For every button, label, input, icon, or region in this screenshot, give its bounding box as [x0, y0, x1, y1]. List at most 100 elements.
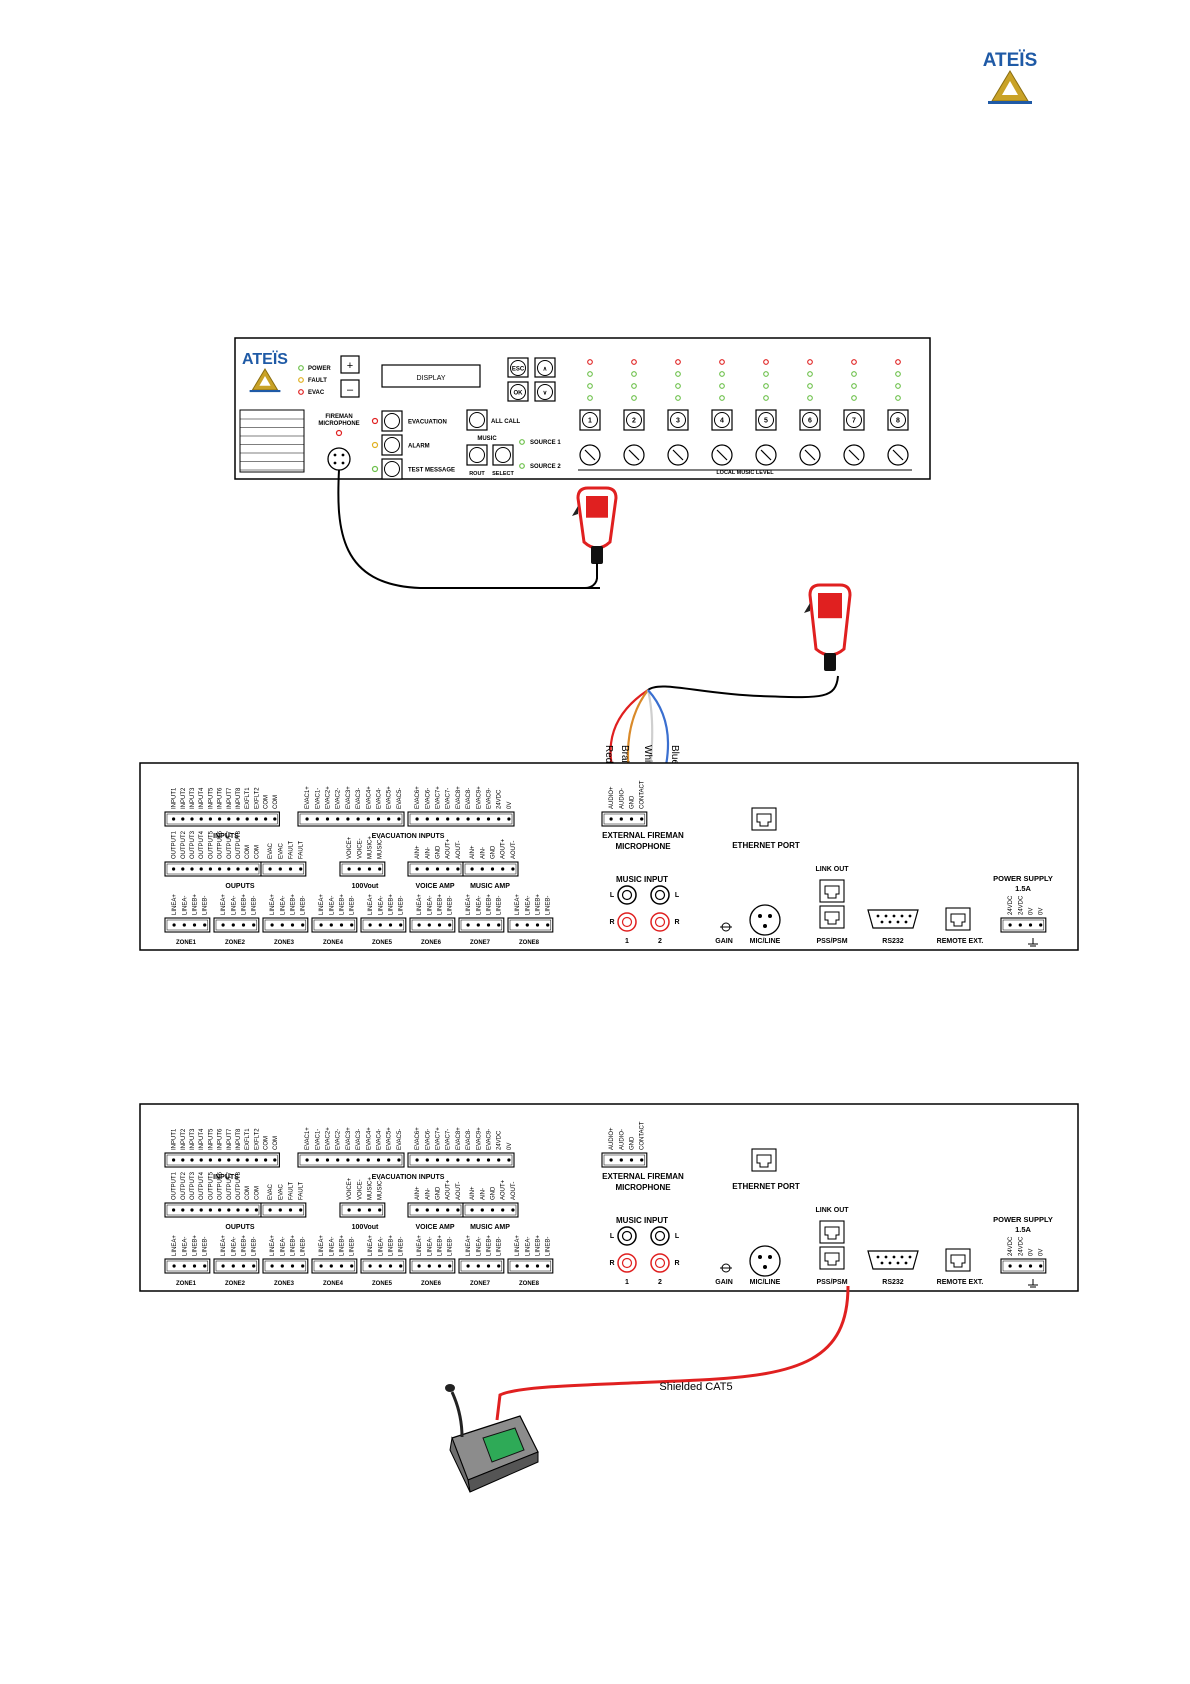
up-button[interactable]: ∧ [534, 357, 556, 378]
rs232-port[interactable] [867, 909, 919, 929]
terminal-block [213, 917, 260, 933]
rca-r-1[interactable] [617, 912, 637, 932]
zone-led-green [807, 371, 813, 377]
all-call-button[interactable] [466, 409, 488, 431]
zone-button-5[interactable]: 5 [755, 409, 777, 431]
pin-label: LINEB+ [536, 894, 542, 915]
link-out-port-1[interactable] [819, 1220, 845, 1244]
zone-button-1[interactable]: 1 [579, 409, 601, 431]
terminal-inner [262, 863, 305, 875]
terminal-screw [208, 867, 212, 871]
zone-button-8[interactable]: 8 [887, 409, 909, 431]
pin-label: INPUT5 [208, 1128, 214, 1150]
terminal-inner [299, 1154, 403, 1166]
rca-l-1[interactable] [617, 885, 637, 905]
pin-label: LINEA- [427, 896, 433, 915]
remote-ext-port[interactable] [945, 907, 971, 931]
plus-button[interactable]: + [340, 355, 360, 374]
ext-fireman-label-1: EXTERNAL FIREMAN [602, 1172, 684, 1181]
music-level-knob-7[interactable] [843, 444, 865, 466]
terminal-screw [305, 1158, 309, 1162]
test-message-button[interactable] [381, 458, 403, 480]
music-level-knob-5[interactable] [755, 444, 777, 466]
select-button[interactable] [492, 444, 514, 466]
rout-button[interactable] [466, 444, 488, 466]
pss-psm-port[interactable] [819, 1246, 845, 1270]
pin-label: EXFLT1 [245, 1128, 251, 1150]
evacuation-button[interactable] [381, 410, 403, 432]
terminal-block [164, 811, 280, 827]
zone-button-4[interactable]: 4 [711, 409, 733, 431]
rca-l-2[interactable] [650, 885, 670, 905]
action-label: ALARM [408, 444, 430, 450]
pin-label: AOUT+ [501, 1179, 507, 1200]
remote-ext-port[interactable] [945, 1248, 971, 1272]
ethernet-port[interactable] [751, 807, 777, 831]
music-level-knob-2[interactable] [623, 444, 645, 466]
music-level-knob-4[interactable] [711, 444, 733, 466]
terminal-block [297, 811, 405, 827]
link-out-port-1[interactable] [819, 879, 845, 903]
esc-label: ESC [512, 367, 525, 373]
all-call-label: ALL CALL [491, 419, 521, 425]
zone-button-2[interactable]: 2 [623, 409, 645, 431]
music-level-knob-3[interactable] [667, 444, 689, 466]
pin-label: LINEB+ [242, 1235, 248, 1256]
fireman-mic-socket[interactable] [327, 447, 351, 471]
pin-label: OUTPUT3 [190, 830, 196, 859]
pin-label: AIN+ [415, 845, 421, 859]
minus-button[interactable]: – [340, 379, 360, 398]
xlr-mic-line[interactable] [749, 904, 781, 936]
zone-button-7[interactable]: 7 [843, 409, 865, 431]
rca-r-2[interactable] [650, 1253, 670, 1273]
music-level-knob-8[interactable] [887, 444, 909, 466]
xlr-mic-line[interactable] [749, 1245, 781, 1277]
terminal-screw [172, 867, 176, 871]
terminal-inner [603, 1154, 646, 1166]
pin-label: LINEB+ [438, 1235, 444, 1256]
terminal-screw [476, 923, 480, 927]
pin-label: 24VDC [1018, 1236, 1024, 1256]
terminal-block [407, 1152, 515, 1168]
ok-button[interactable]: OK [507, 381, 529, 402]
ethernet-port[interactable] [751, 1148, 777, 1172]
terminal-screw [356, 1158, 360, 1162]
channel-2-label: 2 [658, 1279, 662, 1286]
terminal-screw [264, 1158, 268, 1162]
terminal-screw [640, 817, 644, 821]
zone-button-3[interactable]: 3 [667, 409, 689, 431]
terminal-block [339, 861, 386, 877]
mic-switch [804, 603, 810, 613]
zone-led-green [675, 383, 681, 389]
pin-label: LINEA- [231, 1237, 237, 1256]
pin-label: EVAC9+ [476, 1127, 482, 1150]
rca-l-2[interactable] [650, 1226, 670, 1246]
terminal-screw [218, 867, 222, 871]
terminal-screw [299, 867, 303, 871]
rs232-port[interactable] [867, 1250, 919, 1270]
rca-r-2[interactable] [650, 912, 670, 932]
terminal-screw [357, 867, 361, 871]
gain-trim[interactable] [720, 922, 732, 932]
rca-l-1[interactable] [617, 1226, 637, 1246]
music-level-knob-6[interactable] [799, 444, 821, 466]
zone-button-6[interactable]: 6 [799, 409, 821, 431]
pin-label: LINEA- [329, 1237, 335, 1256]
esc-button[interactable]: ESC [507, 357, 529, 378]
rca-r-1[interactable] [617, 1253, 637, 1273]
terminal-screw [245, 1208, 249, 1212]
down-button[interactable]: ∨ [534, 381, 556, 402]
gain-trim[interactable] [720, 1263, 732, 1273]
pss-psm-port[interactable] [819, 905, 845, 929]
music-level-knob-1[interactable] [579, 444, 601, 466]
pin-label: AIN+ [470, 1186, 476, 1200]
action-led [371, 465, 379, 473]
alarm-button[interactable] [381, 434, 403, 456]
pin-label: LINEA- [525, 1237, 531, 1256]
pin-label: LINEA+ [319, 1235, 325, 1256]
